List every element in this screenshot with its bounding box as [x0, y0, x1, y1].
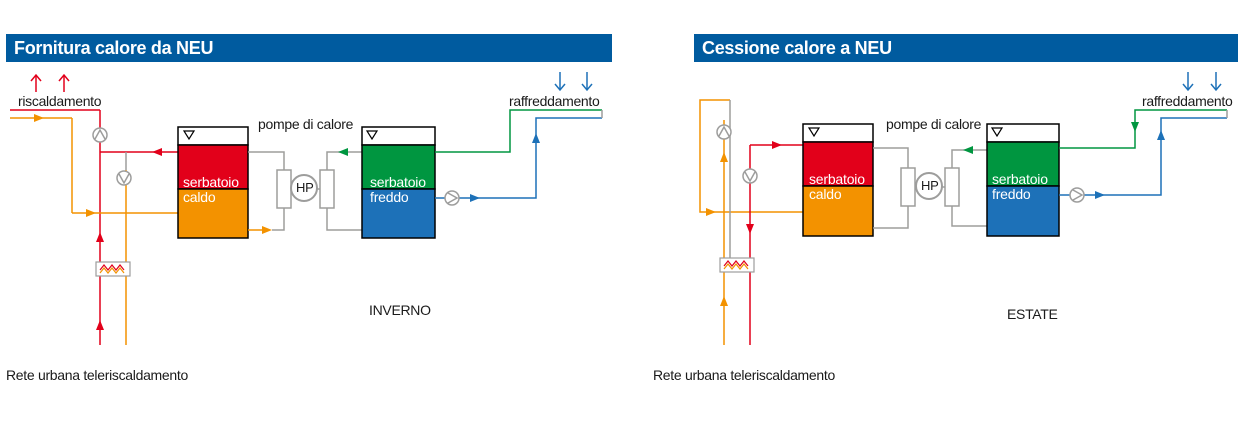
pump-icon [1069, 187, 1085, 203]
flow-arrow [1157, 130, 1165, 140]
hot-tank-label-1: serbatoio [809, 171, 865, 187]
flow-arrow [338, 148, 348, 156]
pump-icon [742, 168, 758, 184]
hp-label: HP [296, 180, 314, 195]
panel-heat-supply: Fornitura calore da NEU [0, 0, 620, 421]
hot-tank-label-1: serbatoio [183, 174, 239, 190]
cold-tank-label-2: freddo [992, 186, 1031, 202]
cooling-down-arrows [1182, 72, 1222, 92]
flow-arrow [720, 296, 728, 306]
heating-label: riscaldamento [18, 93, 102, 109]
cooling-circuit [435, 109, 603, 199]
cooling-down-arrows [554, 72, 593, 92]
cold-tank-label-1: serbatoio [370, 174, 426, 190]
heat-pump [873, 147, 987, 229]
network-label: Rete urbana teleriscaldamento [6, 367, 188, 383]
flow-arrow [746, 224, 754, 234]
flow-arrow [96, 232, 104, 242]
flow-arrow [963, 146, 973, 154]
flow-arrow [1095, 191, 1105, 199]
flow-arrow [706, 208, 716, 216]
heat-pump-label: pompe di calore [886, 116, 982, 132]
pump-icon [444, 190, 460, 206]
flow-arrow [262, 226, 272, 234]
season-label: ESTATE [1007, 306, 1058, 322]
cooling-label: raffreddamento [1142, 93, 1233, 109]
hot-tank [802, 123, 874, 237]
hot-tank-label-2: caldo [183, 189, 216, 205]
flow-arrow [152, 148, 162, 156]
heating-circuit [699, 99, 803, 345]
cold-tank [361, 126, 436, 239]
flow-arrow [1131, 122, 1139, 132]
pump-icon [92, 127, 108, 143]
flow-arrow [532, 133, 540, 143]
flow-arrow [720, 152, 728, 162]
flow-arrow [772, 141, 782, 149]
cooling-circuit [1059, 109, 1228, 196]
heat-supply-diagram [10, 72, 603, 345]
heat-exchanger-icon [95, 261, 131, 277]
cold-tank-label-2: freddo [370, 189, 409, 205]
flow-arrow [470, 194, 480, 202]
heat-pump [248, 151, 362, 231]
heat-exchanger-icon [719, 257, 755, 273]
pump-icon [716, 124, 732, 140]
flow-arrow [96, 320, 104, 330]
pump-icon [116, 170, 132, 186]
hot-tank-label-2: caldo [809, 186, 842, 202]
flow-arrow [34, 114, 44, 122]
cold-tank-label-1: serbatoio [992, 171, 1048, 187]
panel-title: Cessione calore a NEU [694, 34, 1238, 62]
flow-arrow [86, 209, 96, 217]
panel-title: Fornitura calore da NEU [6, 34, 612, 62]
season-label: INVERNO [369, 302, 431, 318]
hp-label: HP [921, 178, 939, 193]
cooling-label: raffreddamento [509, 93, 600, 109]
panel-heat-release: Cessione calore a NEU [620, 0, 1247, 421]
network-label: Rete urbana teleriscaldamento [653, 367, 835, 383]
hot-tank [177, 126, 249, 239]
heat-pump-label: pompe di calore [258, 116, 354, 132]
heating-circuit [10, 109, 178, 345]
heat-release-diagram [699, 72, 1228, 345]
cold-tank [986, 123, 1060, 237]
heating-up-arrows [30, 73, 70, 92]
